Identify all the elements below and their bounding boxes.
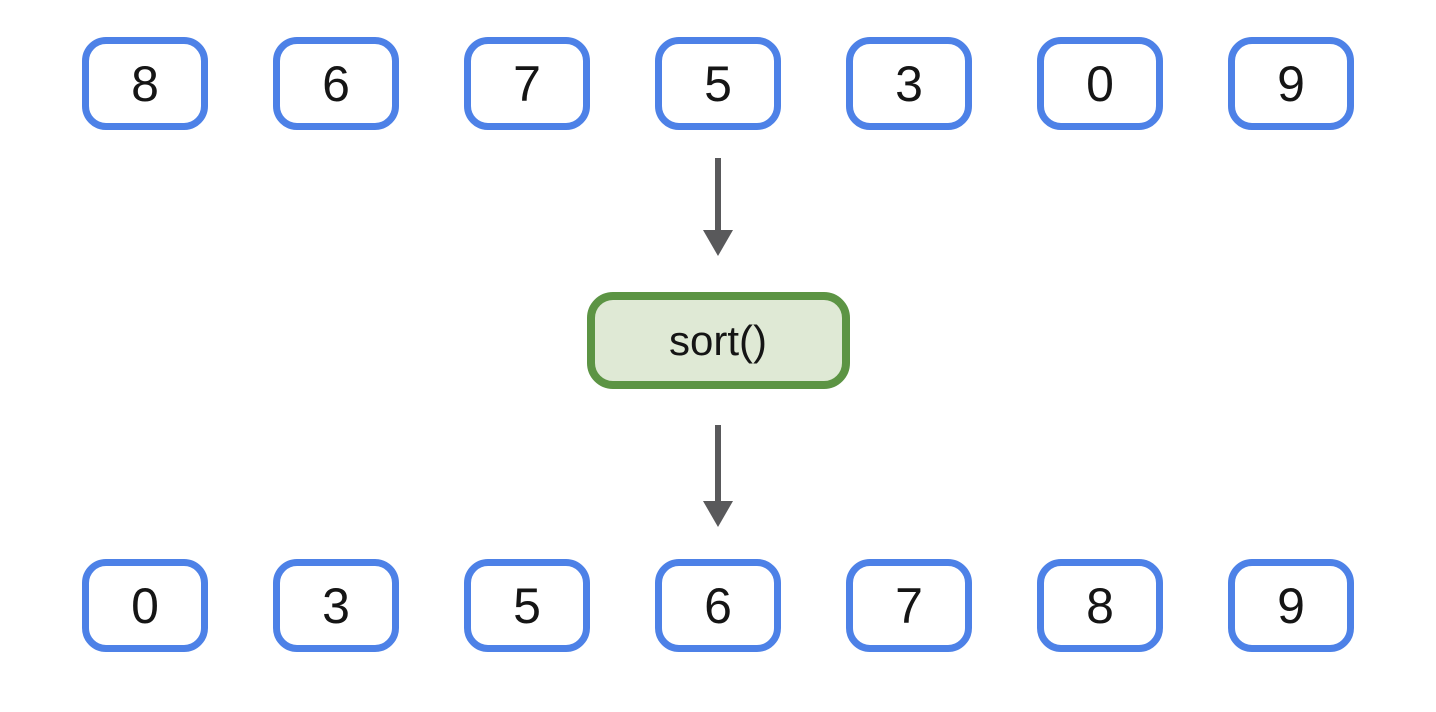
array-value: 0 xyxy=(1086,55,1114,112)
sorted-array-row: 0 3 5 6 7 8 9 xyxy=(82,559,1354,652)
array-value: 3 xyxy=(895,55,923,112)
array-box: 0 xyxy=(82,559,208,652)
array-box: 5 xyxy=(464,559,590,652)
array-value: 3 xyxy=(322,577,350,634)
array-value: 9 xyxy=(1277,55,1305,112)
array-value: 5 xyxy=(704,55,732,112)
arrow-shaft xyxy=(715,158,721,230)
array-box: 9 xyxy=(1228,559,1354,652)
array-value: 6 xyxy=(322,55,350,112)
array-box: 0 xyxy=(1037,37,1163,130)
array-box: 7 xyxy=(464,37,590,130)
sort-operation-label: sort() xyxy=(669,316,767,364)
array-value: 7 xyxy=(513,55,541,112)
array-value: 0 xyxy=(131,577,159,634)
array-value: 7 xyxy=(895,577,923,634)
arrow-shaft xyxy=(715,425,721,501)
array-box: 8 xyxy=(82,37,208,130)
array-box: 3 xyxy=(846,37,972,130)
array-box: 9 xyxy=(1228,37,1354,130)
array-box: 8 xyxy=(1037,559,1163,652)
down-arrow-icon xyxy=(703,425,733,527)
down-arrow-icon xyxy=(703,158,733,256)
array-box: 3 xyxy=(273,559,399,652)
array-value: 9 xyxy=(1277,577,1305,634)
sort-operation-box: sort() xyxy=(586,292,850,389)
arrow-head xyxy=(703,501,733,527)
array-value: 8 xyxy=(1086,577,1114,634)
array-box: 6 xyxy=(655,559,781,652)
array-box: 5 xyxy=(655,37,781,130)
array-value: 5 xyxy=(513,577,541,634)
array-value: 6 xyxy=(704,577,732,634)
array-value: 8 xyxy=(131,55,159,112)
unsorted-array-row: 8 6 7 5 3 0 9 xyxy=(82,37,1354,130)
array-box: 7 xyxy=(846,559,972,652)
array-box: 6 xyxy=(273,37,399,130)
arrow-head xyxy=(703,230,733,256)
